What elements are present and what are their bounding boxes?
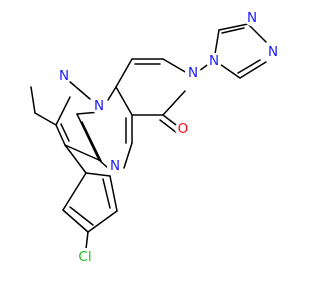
pyrimidine-n-label: N — [110, 158, 120, 174]
bond-layer — [30, 23, 267, 250]
atom-label-layer: N N N N O N N N — [56, 10, 281, 265]
carbonyl-o-label: O — [178, 121, 189, 137]
triazole-n4-atom: N — [206, 53, 222, 69]
pyridinone-n-atom: N — [185, 65, 201, 81]
triazole-n2-atom: N — [244, 10, 260, 26]
pyridinone-n-label: N — [188, 65, 198, 81]
chlorine-atom: Cl — [74, 248, 96, 265]
carbonyl-o-atom: O — [175, 121, 191, 137]
pyrazole-n2-label: N — [59, 68, 69, 84]
bridgehead-n-atom: N — [91, 98, 107, 114]
triazole-n1-atom: N — [265, 44, 281, 60]
triazole-n2-label: N — [247, 10, 257, 26]
pyrazole-n2-atom: N — [56, 68, 72, 84]
molecule-structure: N N N N O N N N — [30, 10, 281, 265]
triazole-n1-label: N — [268, 44, 278, 60]
triazole-n4-label: N — [209, 53, 219, 69]
pyrimidine-n-atom: N — [107, 158, 123, 174]
chlorine-label: Cl — [78, 249, 91, 265]
bridgehead-n-label: N — [94, 98, 104, 114]
